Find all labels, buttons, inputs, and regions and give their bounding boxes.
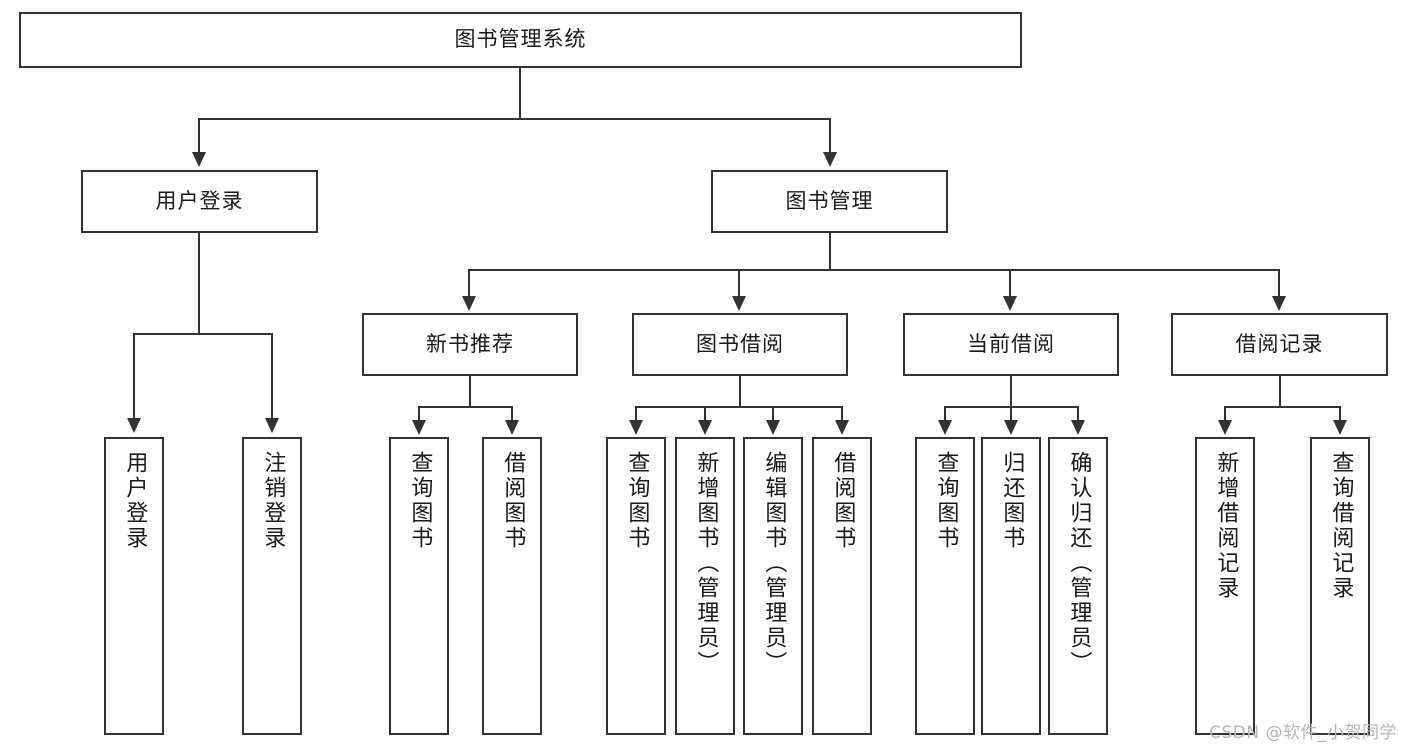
node-new-book-recommend: 新书推荐: [362, 313, 578, 376]
connector-borrow-leaf3: [772, 406, 774, 422]
arrowhead-record-leaf2: [1333, 420, 1347, 435]
connector-borrow-leaf1: [635, 406, 637, 422]
leaf-user-login-label: 用户登录: [122, 451, 148, 551]
connector-recommend-bus: [418, 406, 513, 408]
arrowhead-borrow-leaf4: [835, 420, 849, 435]
connector-record-stem: [1279, 376, 1281, 407]
connector-record-leaf2: [1339, 406, 1341, 422]
connector-record-bus: [1224, 406, 1341, 408]
arrowhead-current-leaf2: [1004, 420, 1018, 435]
arrowhead-book-manage-to-current: [1003, 296, 1017, 311]
arrowhead-user-login-leaf2: [265, 418, 279, 433]
arrowhead-borrow-leaf1: [629, 420, 643, 435]
connector-book-manage-stem: [829, 232, 831, 270]
connector-book-manage-to-current: [1009, 269, 1011, 298]
node-root-system: 图书管理系统: [19, 12, 1022, 68]
arrowhead-book-manage-to-borrow: [732, 296, 746, 311]
connector-root-to-user-login: [198, 118, 200, 155]
arrowhead-recommend-leaf2: [505, 420, 519, 435]
leaf-logout-label: 注销登录: [260, 451, 286, 551]
leaf-add-book: 新增图书（管理员）: [675, 437, 735, 735]
leaf-add-record-label: 新增借阅记录: [1213, 451, 1239, 601]
connector-recommend-leaf1: [418, 406, 420, 422]
arrowhead-record-leaf1: [1218, 420, 1232, 435]
leaf-edit-book: 编辑图书（管理员）: [743, 437, 803, 735]
leaf-query-record-label: 查询借阅记录: [1328, 451, 1354, 601]
leaf-user-login: 用户登录: [104, 437, 164, 735]
node-current-borrow-label: 当前借阅: [967, 331, 1055, 356]
node-borrow-record-label: 借阅记录: [1235, 331, 1324, 356]
leaf-query-book-3-label: 查询图书: [933, 451, 959, 551]
node-new-book-recommend-label: 新书推荐: [426, 331, 514, 356]
connector-borrow-leaf2: [704, 406, 706, 422]
node-root-label: 图书管理系统: [454, 27, 587, 52]
leaf-logout: 注销登录: [242, 437, 302, 735]
connector-current-leaf3: [1077, 406, 1079, 422]
leaf-add-book-label: 新增图书（管理员）: [693, 451, 719, 676]
connector-user-login-leaf2: [271, 333, 273, 420]
arrowhead-user-login-leaf1: [127, 418, 141, 433]
node-book-borrow: 图书借阅: [632, 313, 848, 376]
connector-recommend-stem: [469, 376, 471, 407]
leaf-query-book-2-label: 查询图书: [624, 451, 650, 551]
connector-root-to-book-manage: [829, 118, 831, 155]
connector-user-login-stem: [198, 233, 200, 334]
leaf-query-book-1-label: 查询图书: [407, 451, 433, 551]
node-book-manage-label: 图书管理: [785, 188, 874, 213]
node-book-manage: 图书管理: [711, 170, 948, 233]
connector-root-bus: [198, 118, 831, 120]
leaf-add-record: 新增借阅记录: [1195, 437, 1255, 735]
connector-user-login-leaf1: [133, 333, 135, 420]
node-book-borrow-label: 图书借阅: [696, 331, 784, 356]
leaf-confirm-return: 确认归还（管理员）: [1048, 437, 1108, 735]
connector-book-manage-to-borrow: [738, 269, 740, 298]
node-user-login: 用户登录: [81, 170, 318, 233]
leaf-edit-book-label: 编辑图书（管理员）: [761, 451, 787, 676]
node-user-login-label: 用户登录: [155, 188, 244, 213]
arrowhead-book-manage-to-record: [1272, 296, 1286, 311]
arrowhead-book-manage-to-recommend: [462, 296, 476, 311]
leaf-query-book-1: 查询图书: [389, 437, 449, 735]
connector-book-manage-bus: [468, 269, 1280, 271]
connector-record-leaf1: [1224, 406, 1226, 422]
connector-recommend-leaf2: [511, 406, 513, 422]
connector-book-manage-to-record: [1278, 269, 1280, 298]
node-borrow-record: 借阅记录: [1171, 313, 1388, 376]
arrowhead-borrow-leaf2: [698, 420, 712, 435]
connector-borrow-bus: [635, 406, 842, 408]
leaf-borrow-book-1: 借阅图书: [482, 437, 542, 735]
leaf-query-record: 查询借阅记录: [1310, 437, 1370, 735]
arrowhead-root-to-user-login: [192, 152, 206, 167]
leaf-return-book: 归还图书: [981, 437, 1041, 735]
arrowhead-current-leaf3: [1071, 420, 1085, 435]
connector-borrow-leaf4: [841, 406, 843, 422]
connector-current-leaf2: [1010, 406, 1012, 422]
leaf-return-book-label: 归还图书: [999, 451, 1025, 551]
arrowhead-current-leaf1: [938, 420, 952, 435]
leaf-borrow-book-1-label: 借阅图书: [500, 451, 526, 551]
connector-book-manage-to-recommend: [468, 269, 470, 298]
leaf-query-book-3: 查询图书: [915, 437, 975, 735]
arrowhead-borrow-leaf3: [766, 420, 780, 435]
connector-borrow-stem: [739, 376, 741, 407]
arrowhead-recommend-leaf1: [412, 420, 426, 435]
leaf-borrow-book-2: 借阅图书: [812, 437, 872, 735]
leaf-query-book-2: 查询图书: [606, 437, 666, 735]
connector-user-login-bus: [133, 333, 272, 335]
node-current-borrow: 当前借阅: [903, 313, 1119, 376]
connector-current-leaf1: [944, 406, 946, 422]
leaf-borrow-book-2-label: 借阅图书: [830, 451, 856, 551]
arrowhead-root-to-book-manage: [823, 152, 837, 167]
connector-root-stem: [519, 68, 521, 119]
connector-current-stem: [1010, 376, 1012, 407]
leaf-confirm-return-label: 确认归还（管理员）: [1066, 451, 1092, 676]
